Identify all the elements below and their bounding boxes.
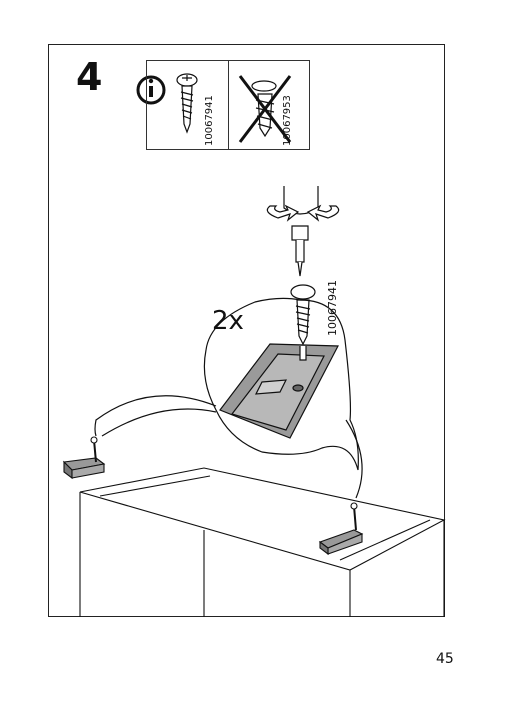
info-divider xyxy=(228,61,229,149)
forbidden-part-number: 10067953 xyxy=(282,95,293,146)
detail-part-number: 10067941 xyxy=(326,280,339,336)
cabinet-icon xyxy=(79,467,446,617)
detail-screw-icon xyxy=(290,284,316,346)
screwdriver-icon xyxy=(283,186,319,277)
rotate-arrow-icon xyxy=(266,204,340,222)
cross-out-icon xyxy=(238,75,292,143)
right-bracket-icon xyxy=(318,502,364,556)
mounting-rail-detail xyxy=(219,343,339,439)
page-number: 45 xyxy=(436,651,454,667)
step-number: 4 xyxy=(76,55,103,99)
allowed-part-number: 10067941 xyxy=(204,95,215,146)
info-box xyxy=(146,60,310,150)
screw-icon xyxy=(176,73,198,134)
info-icon xyxy=(136,75,166,105)
zoom-bubble xyxy=(203,297,359,471)
instruction-frame xyxy=(48,44,445,617)
left-bracket-icon xyxy=(62,436,106,480)
quantity-label: 2x xyxy=(212,306,244,336)
